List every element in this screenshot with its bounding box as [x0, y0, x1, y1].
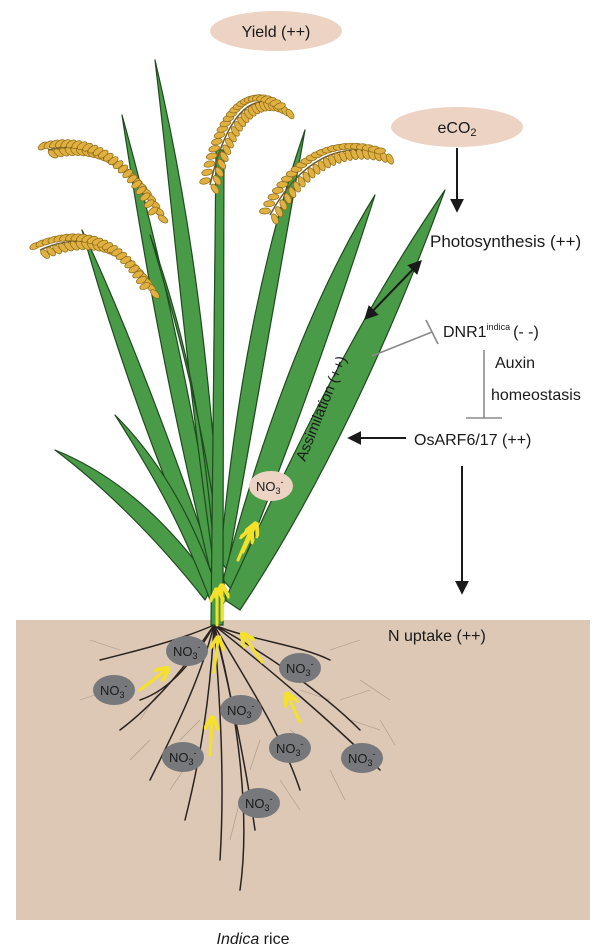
auxin-label: Auxin — [495, 355, 535, 372]
soil-nitrate-node: NO3- — [220, 695, 262, 725]
soil-nitrate-node: NO3- — [279, 653, 321, 683]
rice-grain — [263, 200, 274, 207]
yield-label: Yield (++) — [242, 24, 311, 41]
rice-grain — [259, 208, 270, 215]
panicle — [37, 138, 169, 225]
osarf-label: OsARF6/17 (++) — [414, 432, 531, 449]
leaves — [55, 60, 445, 610]
soil-nitrate-node: NO3- — [162, 742, 204, 772]
photosynthesis-label: Photosynthesis (++) — [430, 232, 581, 251]
culm — [211, 150, 224, 625]
soil-nitrate-node: NO3- — [341, 743, 383, 773]
rice-grain — [203, 160, 215, 169]
soil-nitrate-node: NO3- — [238, 788, 280, 818]
rice-grain — [199, 177, 211, 186]
panicle — [259, 143, 395, 226]
homeostasis-label: homeostasis — [491, 387, 581, 404]
rice-grain — [268, 193, 279, 200]
panicle — [199, 94, 296, 196]
soil-nitrate-node: NO3- — [166, 636, 208, 666]
n-uptake-label: N uptake (++) — [388, 628, 486, 645]
caption: Indica rice — [217, 931, 290, 948]
soil-nitrate-node: NO3- — [269, 733, 311, 763]
rice-grain — [272, 187, 283, 194]
soil-nitrate-node: NO3- — [93, 675, 135, 705]
dnr1-label: DNR1indica(- -) — [443, 322, 539, 341]
rice-grain — [201, 168, 213, 177]
rice-grain — [374, 148, 385, 155]
rice-grain — [385, 153, 395, 166]
